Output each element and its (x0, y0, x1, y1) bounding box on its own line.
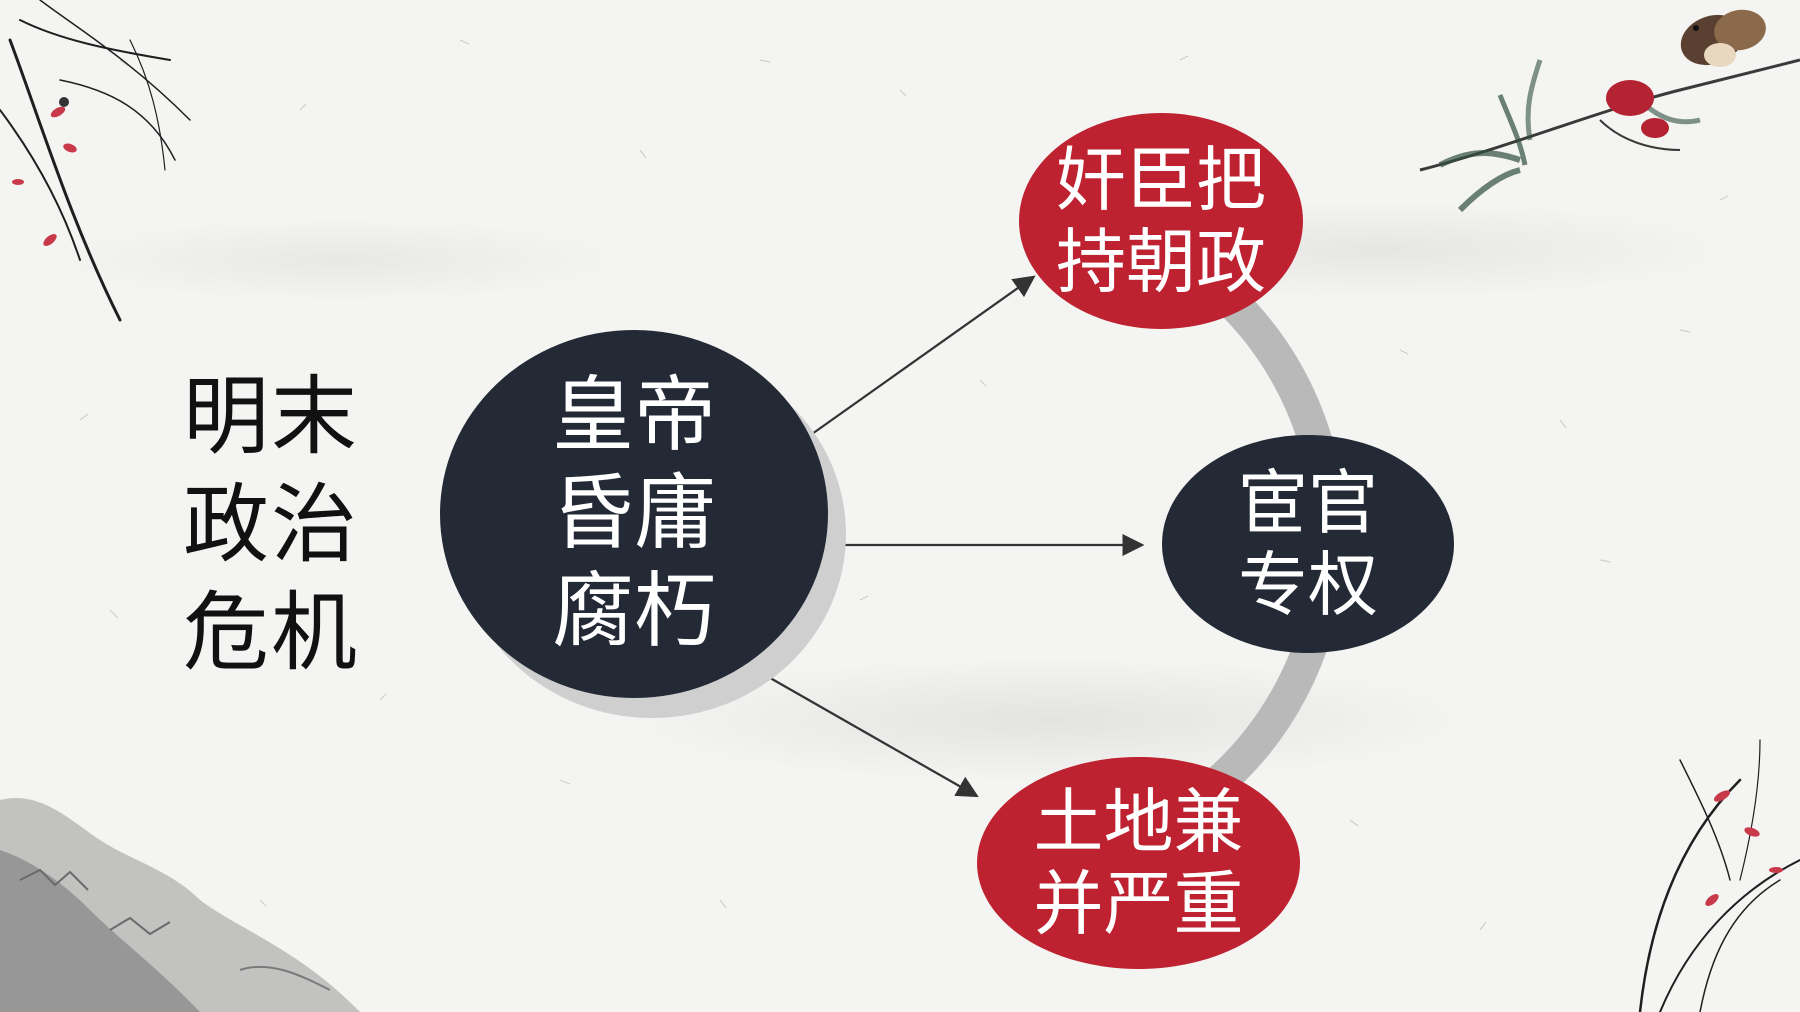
arrow-to-bottom (764, 674, 979, 798)
node-line: 土地兼 (1033, 781, 1244, 863)
node-line: 宦官 (1238, 462, 1378, 544)
outcome-node-middle: 宦官 专权 (1162, 435, 1454, 653)
bird-on-branch-top-right (1419, 9, 1800, 213)
node-line: 昏庸 (551, 466, 716, 561)
node-line: 皇帝 (551, 368, 716, 463)
title-line: 政治 (183, 475, 359, 575)
node-line: 腐朽 (551, 564, 716, 659)
orchid-blossoms (1705, 790, 1783, 906)
outcome-node-top: 奸臣把 持朝政 (1019, 113, 1303, 329)
node-line: 奸臣把 (1056, 139, 1266, 221)
arrow-to-top (811, 275, 1036, 435)
title-line: 明末 (183, 367, 359, 467)
outcome-node-bottom: 土地兼 并严重 (977, 757, 1300, 969)
plum-blossoms-top-left (12, 97, 77, 246)
ink-mountains-bottom-left (0, 798, 360, 1012)
bamboo-branch-top-left (0, 0, 191, 322)
node-line: 持朝政 (1056, 221, 1266, 303)
slide-title: 明末 政治 危机 (183, 363, 373, 687)
node-line: 专权 (1238, 544, 1378, 626)
node-line: 并严重 (1033, 863, 1244, 945)
orchid-bottom-right (1638, 739, 1800, 1012)
title-line: 危机 (183, 583, 359, 683)
center-node: 皇帝 昏庸 腐朽 (440, 330, 828, 698)
